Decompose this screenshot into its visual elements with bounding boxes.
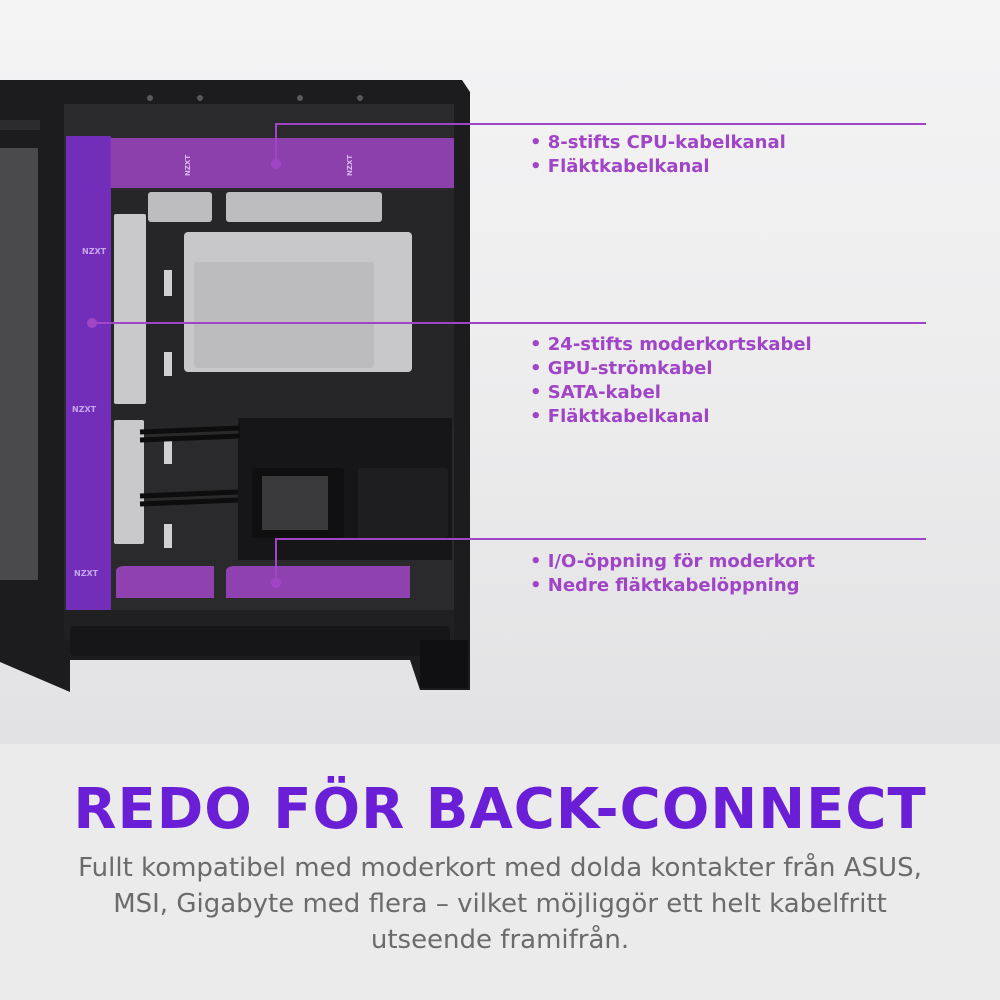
headline: REDO FÖR BACK-CONNECT bbox=[73, 777, 927, 842]
product-photo: NZXT NZXT NZXT NZXT NZXT 8-stifts CPU-ka… bbox=[0, 0, 1000, 744]
tie-slot bbox=[164, 440, 172, 464]
leader-line-1 bbox=[275, 123, 926, 164]
side-glass-panel bbox=[0, 148, 38, 580]
cable-cutout bbox=[226, 192, 382, 222]
nzxt-mark: NZXT bbox=[74, 569, 99, 578]
callout-top: 8-stifts CPU-kabelkanal Fläktkabelkanal bbox=[530, 131, 786, 179]
cable-bundle bbox=[139, 425, 241, 507]
callout-bottom: I/O-öppning för moderkort Nedre fläktkab… bbox=[530, 550, 815, 598]
tie-slot bbox=[164, 352, 172, 376]
nzxt-mark: NZXT bbox=[82, 247, 107, 256]
tie-slot bbox=[164, 270, 172, 296]
highlight-vertical-channel bbox=[66, 136, 111, 610]
description: Fullt kompatibel med moderkort med dolda… bbox=[78, 853, 922, 955]
nzxt-mark: NZXT bbox=[184, 155, 192, 176]
callout-item: 8-stifts CPU-kabelkanal bbox=[530, 131, 786, 155]
nzxt-mark: NZXT bbox=[346, 155, 354, 176]
callout-item: Fläktkabelkanal bbox=[530, 405, 812, 429]
cpu-cutout-inner bbox=[194, 262, 374, 368]
callout-item: I/O-öppning för moderkort bbox=[530, 550, 815, 574]
case-foot-bar bbox=[70, 626, 450, 656]
cable-cutout bbox=[148, 192, 212, 222]
anchor-dot bbox=[271, 578, 281, 588]
tie-slot bbox=[164, 524, 172, 548]
grommet-cutout bbox=[114, 214, 146, 404]
top-rail bbox=[0, 120, 40, 130]
callout-leader-lines bbox=[92, 123, 926, 583]
screw-row bbox=[147, 95, 363, 101]
callout-middle: 24-stifts moderkortskabel GPU-strömkabel… bbox=[530, 333, 812, 429]
case-foot bbox=[420, 640, 468, 688]
callout-item: Nedre fläktkabelöppning bbox=[530, 574, 815, 598]
callout-anchor-dots bbox=[87, 159, 281, 588]
callout-item: 24-stifts moderkortskabel bbox=[530, 333, 812, 357]
caption-panel: REDO FÖR BACK-CONNECT Fullt kompatibel m… bbox=[0, 744, 1000, 1000]
drive-bay bbox=[358, 468, 448, 538]
pc-case-illustration: NZXT NZXT NZXT NZXT NZXT bbox=[0, 80, 926, 692]
highlight-bottom-right bbox=[226, 566, 410, 598]
callout-item: SATA-kabel bbox=[530, 381, 812, 405]
nzxt-mark: NZXT bbox=[72, 405, 97, 414]
anchor-dot bbox=[87, 318, 97, 328]
drive-bay-mesh bbox=[262, 476, 328, 530]
callout-item: GPU-strömkabel bbox=[530, 357, 812, 381]
grommet-cutout bbox=[114, 420, 144, 544]
anchor-dot bbox=[271, 159, 281, 169]
leader-line-3 bbox=[275, 538, 926, 583]
highlight-bottom-left bbox=[116, 566, 214, 598]
highlight-top-channel bbox=[110, 138, 454, 188]
callout-item: Fläktkabelkanal bbox=[530, 155, 786, 179]
